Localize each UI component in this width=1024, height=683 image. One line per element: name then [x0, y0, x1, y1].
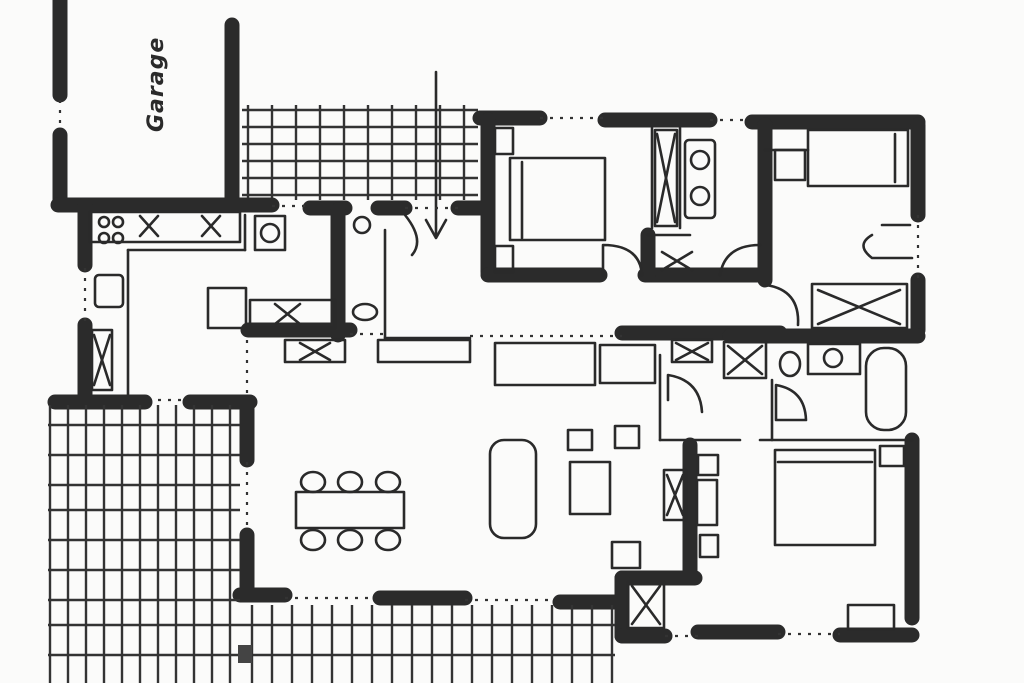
house-walls: [50, 110, 926, 644]
garage: Garage: [52, 0, 240, 208]
fixtures: [88, 126, 914, 631]
entry-court-paving: [242, 70, 478, 240]
terrace-paving: [47, 394, 615, 683]
garage-label: Garage: [144, 37, 169, 132]
